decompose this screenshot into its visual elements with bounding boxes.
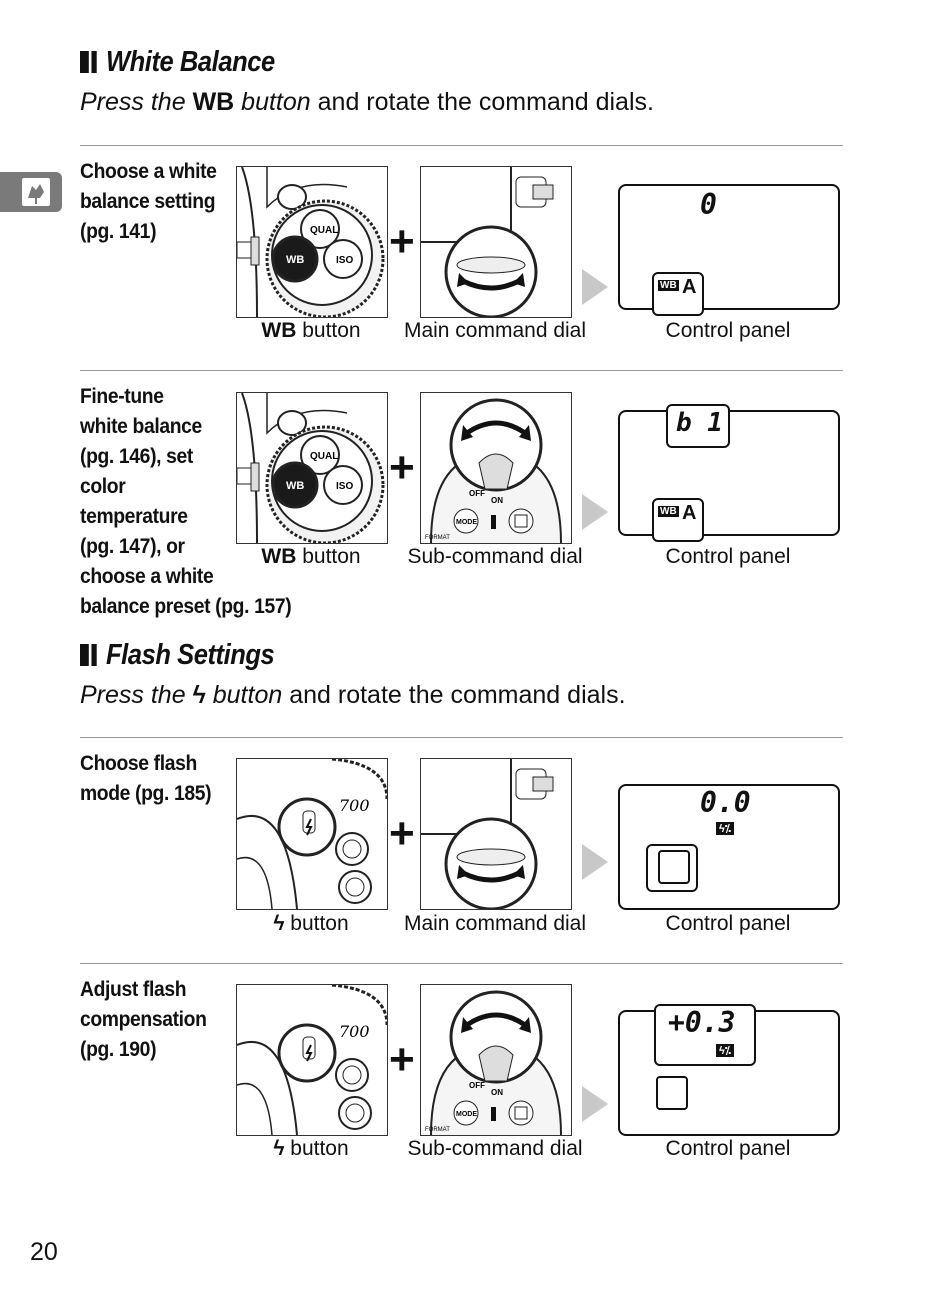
flash-mode-indicator	[656, 1076, 688, 1110]
control-panel-caption: Control panel	[665, 1137, 791, 1160]
sub-command-dial-illustration: OFF ON MODE FORMAT	[420, 392, 572, 544]
control-panel-display: +0.3 ϟ⁒	[618, 1004, 840, 1136]
svg-text:ON: ON	[491, 496, 503, 505]
svg-text:QUAL: QUAL	[310, 225, 338, 236]
svg-text:ISO: ISO	[336, 481, 353, 492]
flash-settings-instruction: Press the ϟ button and rotate the comman…	[80, 681, 626, 709]
wb-row2-description: Fine-tune white balance (pg. 146), set c…	[80, 385, 292, 618]
flash-button-caption: ϟ button	[273, 1137, 349, 1160]
arrow-right	[582, 1086, 608, 1122]
control-panel-caption: Control panel	[665, 319, 791, 342]
chapter-tab	[0, 172, 62, 212]
divider	[80, 737, 843, 738]
main-command-dial-illustration	[420, 758, 572, 910]
control-panel-caption: Control panel	[665, 912, 791, 935]
main-command-dial-illustration	[420, 166, 572, 318]
flash-button-illustration: 700	[236, 758, 388, 910]
wb-button-caption: WB button	[261, 319, 361, 342]
plus-sign: +	[389, 1035, 415, 1084]
svg-text:ON: ON	[491, 1088, 503, 1097]
svg-text:OFF: OFF	[469, 489, 485, 498]
plus-sign: +	[389, 217, 415, 266]
dial-caption: Main command dial	[403, 912, 587, 935]
control-panel-display: b 1 WB A	[618, 404, 840, 542]
svg-text:700: 700	[339, 796, 370, 815]
arrow-right	[582, 494, 608, 530]
svg-text:OFF: OFF	[469, 1081, 485, 1090]
dial-caption: Main command dial	[403, 319, 587, 342]
svg-text:FORMAT: FORMAT	[425, 535, 450, 541]
flash-row1-description: Choose flash mode (pg. 185)	[80, 752, 212, 805]
svg-text:WB: WB	[286, 480, 304, 492]
plus-sign: +	[389, 809, 415, 858]
divider	[80, 963, 843, 964]
wb-row1-description: Choose a white balance setting (pg. 141)	[80, 160, 217, 243]
arrow-right	[582, 269, 608, 305]
rooster-icon	[22, 178, 50, 206]
control-panel-caption: Control panel	[665, 545, 791, 568]
arrow-right	[582, 844, 608, 880]
dial-caption: Sub-command dial	[407, 1137, 583, 1160]
sub-command-dial-illustration: OFF ON MODE FORMAT	[420, 984, 572, 1136]
dial-caption: Sub-command dial	[407, 545, 583, 568]
flash-mode-indicator	[646, 844, 698, 892]
white-balance-instruction: Press the WB button and rotate the comma…	[80, 88, 654, 116]
flash-button-caption: ϟ button	[273, 912, 349, 935]
control-panel-display: 0.0 ϟ⁒	[618, 784, 840, 910]
flash-settings-heading: Flash Settings	[80, 639, 275, 672]
wb-button-caption: WB button	[261, 545, 361, 568]
svg-text:700: 700	[339, 1022, 370, 1041]
white-balance-heading: White Balance	[80, 46, 275, 79]
control-panel-display: 0 WB A	[618, 184, 840, 316]
svg-text:MODE: MODE	[456, 1111, 477, 1118]
flash-row2-description: Adjust flash compensation (pg. 190)	[80, 978, 207, 1061]
wb-button-illustration: QUAL WB ISO	[236, 392, 388, 544]
svg-text:ISO: ISO	[336, 255, 353, 266]
page-number: 20	[30, 1238, 58, 1266]
plus-sign: +	[389, 443, 415, 492]
svg-text:MODE: MODE	[456, 519, 477, 526]
svg-text:QUAL: QUAL	[310, 451, 338, 462]
divider	[80, 145, 843, 146]
svg-text:WB: WB	[286, 254, 304, 266]
flash-button-illustration: 700	[236, 984, 388, 1136]
divider	[80, 370, 843, 371]
svg-text:FORMAT: FORMAT	[425, 1127, 450, 1133]
wb-button-illustration: QUAL WB ISO	[236, 166, 388, 318]
